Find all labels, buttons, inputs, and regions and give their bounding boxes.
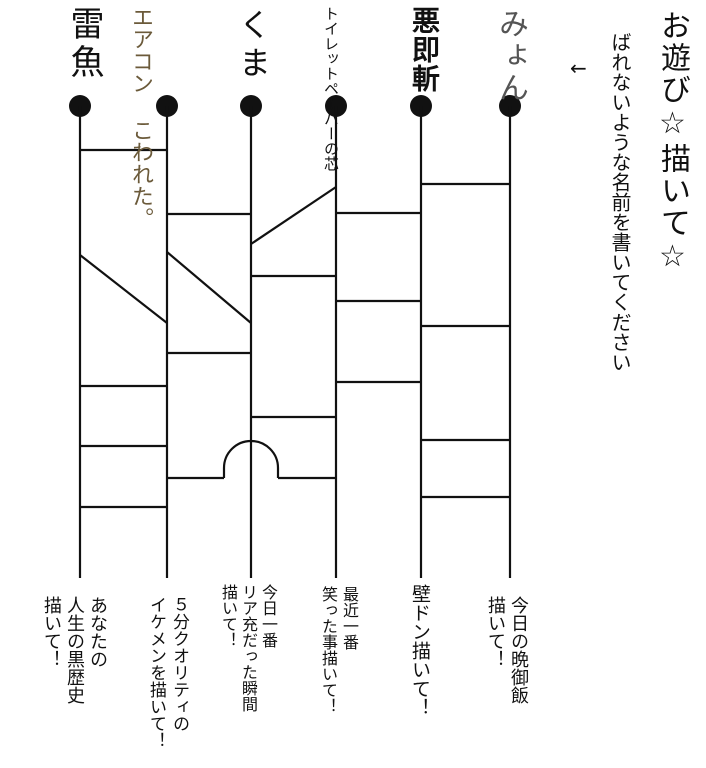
vertical-lines — [78, 106, 512, 578]
prompt-3: 今日一番 リア充だった瞬間 描いて！ — [218, 584, 278, 712]
name-1: 雷魚 — [64, 6, 104, 82]
page-subtitle: ばれないような名前を書いてください — [608, 32, 632, 372]
name-2-text: エアコン こわれた。 — [128, 6, 153, 229]
ladder-rungs — [79, 148, 510, 509]
prompt-6-line-1: 今日の晩御飯 — [508, 596, 529, 704]
ladder-rung — [166, 251, 252, 324]
prompt-2-line-1: ５分クオリティの — [169, 596, 189, 732]
prompt-4: 最近一番 笑った事描いて！ — [318, 586, 360, 714]
prompt-1: あなたの 人生の黒歴史 描いて！ — [40, 596, 109, 704]
page-title: お遊び☆描いて☆ — [655, 10, 690, 276]
prompt-3-line-2: リア充だった瞬間 — [239, 584, 258, 712]
prompt-3-line-3: 描いて！ — [219, 584, 238, 648]
ladder-rung — [250, 186, 337, 245]
bridge-arch — [222, 439, 280, 478]
prompt-1-line-2: 人生の黒歴史 — [64, 596, 85, 704]
prompt-2: ５分クオリティの イケメンを描いて！ — [144, 596, 190, 749]
prompt-2-line-2: イケメンを描いて！ — [146, 596, 166, 749]
prompt-5-line-1: 壁ドン描いて！ — [409, 584, 431, 717]
prompt-6-line-2: 描いて！ — [485, 596, 506, 668]
prompt-5: 壁ドン描いて！ — [408, 584, 431, 717]
ladder-rung — [79, 254, 168, 324]
prompt-6: 今日の晩御飯 描いて！ — [484, 596, 530, 704]
name-4: トイレットペーパーの芯 — [322, 6, 340, 171]
name-6: みょん — [493, 8, 528, 104]
name-2: エアコン こわれた。 — [128, 6, 153, 229]
prompt-3-line-1: 今日一番 — [259, 584, 278, 648]
left-arrow-icon: ← — [570, 56, 587, 80]
prompt-1-line-3: 描いて！ — [41, 596, 62, 668]
name-3: くま — [234, 8, 272, 84]
prompt-4-line-1: 最近一番 — [340, 586, 359, 650]
name-5: 悪即斬 — [408, 6, 441, 93]
prompt-4-line-2: 笑った事描いて！ — [319, 586, 338, 714]
prompt-1-line-1: あなたの — [87, 596, 108, 668]
